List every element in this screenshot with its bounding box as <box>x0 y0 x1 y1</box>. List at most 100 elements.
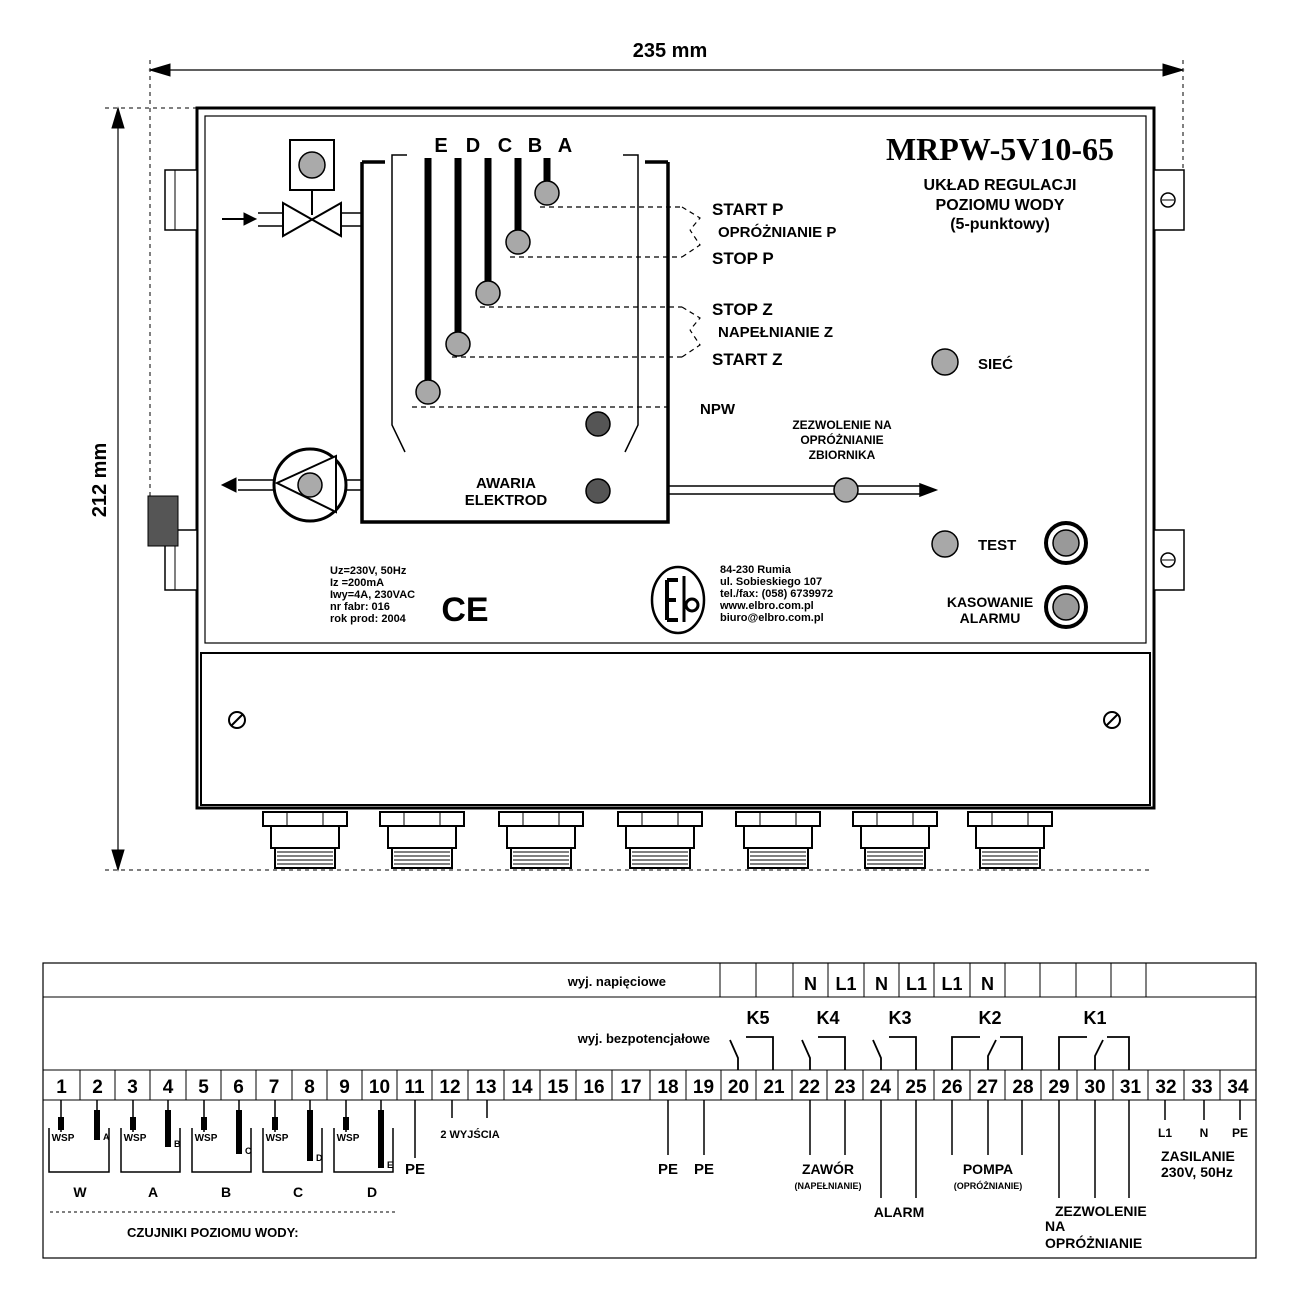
terminal-number: 30 <box>1084 1077 1105 1098</box>
company-line: biuro@elbro.com.pl <box>720 612 824 624</box>
potential-free-label: wyj. bezpotencjałowe <box>577 1031 710 1046</box>
electrode-tag: B <box>174 1139 181 1149</box>
zezwolenie-label: ZEZWOLENIE NA OPRÓŻNIANIE ZBIORNIKA <box>792 418 892 462</box>
zezwolenie-line: ZBIORNIKA <box>809 448 876 462</box>
zasilanie-line: ZASILANIE <box>1161 1148 1235 1164</box>
awaria-label: AWARIA ELEKTROD <box>465 475 548 509</box>
reset-alarm-button[interactable] <box>1044 585 1088 629</box>
terminal-number: 18 <box>657 1077 678 1098</box>
spec-line: nr fabr: 016 <box>330 601 390 613</box>
pompa-sublabel: (OPRÓŻNIANIE) <box>954 1180 1023 1191</box>
electrode-rod <box>445 158 471 357</box>
test-led <box>931 530 959 558</box>
npw-alarm-led <box>585 411 611 437</box>
kasowanie-label: KASOWANIE ALARMU <box>947 594 1033 626</box>
terminal-number: 20 <box>728 1077 749 1098</box>
supply-tag-l1: L1 <box>1158 1126 1172 1140</box>
level-labels: START P OPRÓŻNIANIE P STOP P STOP Z NAPE… <box>700 200 836 418</box>
spec-line: Iwy=4A, 230VAC <box>330 589 415 601</box>
valve-icon <box>222 139 362 238</box>
terminal-number: 19 <box>693 1077 714 1098</box>
terminal-number: 28 <box>1012 1077 1033 1098</box>
company-line: tel./fax: (058) 6739972 <box>720 588 833 600</box>
ce-mark: CE <box>441 591 488 629</box>
electrode-letter: E <box>434 135 447 157</box>
subtitle-line: (5-punktowy) <box>950 216 1050 233</box>
terminal-number: 13 <box>475 1077 496 1098</box>
terminal-number: 24 <box>870 1077 892 1098</box>
voltage-cell: L1 <box>941 974 962 994</box>
relay-labels: K5 K4 K3 K2 K1 <box>746 1008 1106 1028</box>
cable-gland <box>617 811 703 869</box>
sensor-group-d: D <box>367 1184 377 1200</box>
wsp-label: WSP <box>195 1133 218 1144</box>
pe-label-11: PE <box>405 1161 425 1178</box>
terminal-number: 16 <box>583 1077 604 1098</box>
zawor-label: ZAWÓR <box>802 1160 854 1177</box>
sensor-probe: WSP B <box>120 1100 181 1173</box>
spec-line: Uz=230V, 50Hz <box>330 565 407 577</box>
relay-k4: K4 <box>816 1008 839 1028</box>
terminal-number: 25 <box>905 1077 927 1098</box>
zezwolenie-terminal-line: NA <box>1045 1218 1065 1234</box>
terminal-number: 7 <box>269 1077 280 1098</box>
electrode-rod <box>505 158 531 255</box>
specs-block: Uz=230V, 50Hz Iz =200mA Iwy=4A, 230VAC n… <box>330 565 415 625</box>
label-npw: NPW <box>700 401 736 418</box>
terminal-number: 21 <box>763 1077 785 1098</box>
electrode-tag: E <box>387 1160 393 1170</box>
terminal-wires <box>414 1100 1241 1198</box>
zawor-sublabel: (NAPEŁNIANIE) <box>795 1181 862 1191</box>
zezwolenie-terminal-line: OPRÓŻNIANIE <box>1045 1234 1142 1251</box>
voltage-cell: N <box>981 974 994 994</box>
terminal-number: 23 <box>834 1077 855 1098</box>
zasilanie-label: ZASILANIE 230V, 50Hz <box>1161 1148 1235 1180</box>
sensor-group-a: A <box>148 1184 158 1200</box>
tank <box>360 154 670 524</box>
voltage-outputs-label: wyj. napięciowe <box>567 974 666 989</box>
wsp-label: WSP <box>124 1133 147 1144</box>
electrode-letter: A <box>558 135 572 157</box>
electrode-rod <box>415 158 441 405</box>
test-button[interactable] <box>1044 521 1088 565</box>
device-subtitle: UKŁAD REGULACJI POZIOMU WODY (5-punktowy… <box>924 177 1077 233</box>
supply-tag-n: N <box>1200 1126 1209 1140</box>
siec-led <box>931 348 959 376</box>
subtitle-line: POZIOMU WODY <box>936 197 1065 214</box>
voltage-cell: L1 <box>835 974 856 994</box>
model-title: MRPW-5V10-65 <box>886 131 1114 167</box>
terminal-number: 17 <box>620 1077 641 1098</box>
sensor-group-w: W <box>73 1184 87 1200</box>
dimension-lines <box>105 60 1185 872</box>
terminal-number: 3 <box>127 1077 138 1098</box>
terminal-number: 29 <box>1048 1077 1069 1098</box>
zezwolenie-led <box>833 477 859 503</box>
terminal-number: 15 <box>547 1077 569 1098</box>
voltage-cell: L1 <box>906 974 927 994</box>
electrode-rod <box>534 158 560 206</box>
label-stop-z: STOP Z <box>712 300 773 319</box>
supply-tag-pe: PE <box>1232 1126 1248 1140</box>
label-stop-p: STOP P <box>712 249 774 268</box>
terminal-number: 6 <box>233 1077 244 1098</box>
terminal-number: 34 <box>1227 1077 1249 1098</box>
pe-label-18: PE <box>658 1161 678 1178</box>
zezwolenie-terminal-label: ZEZWOLENIE NA OPRÓŻNIANIE <box>1045 1203 1147 1251</box>
terminal-number: 9 <box>339 1077 350 1098</box>
kasowanie-line: ALARMU <box>960 610 1021 626</box>
cable-gland <box>967 811 1053 869</box>
sensor-group-c: C <box>293 1184 303 1200</box>
sensors-caption: CZUJNIKI POZIOMU WODY: <box>127 1225 299 1240</box>
label-napelnianie-z: NAPEŁNIANIE Z <box>718 324 833 341</box>
sensor-group-labels: W A B C D <box>73 1184 377 1200</box>
awaria-led <box>585 478 611 504</box>
terminal-number: 1 <box>56 1077 67 1098</box>
terminal-number: 27 <box>977 1077 998 1098</box>
cover-screw-left <box>228 711 246 729</box>
